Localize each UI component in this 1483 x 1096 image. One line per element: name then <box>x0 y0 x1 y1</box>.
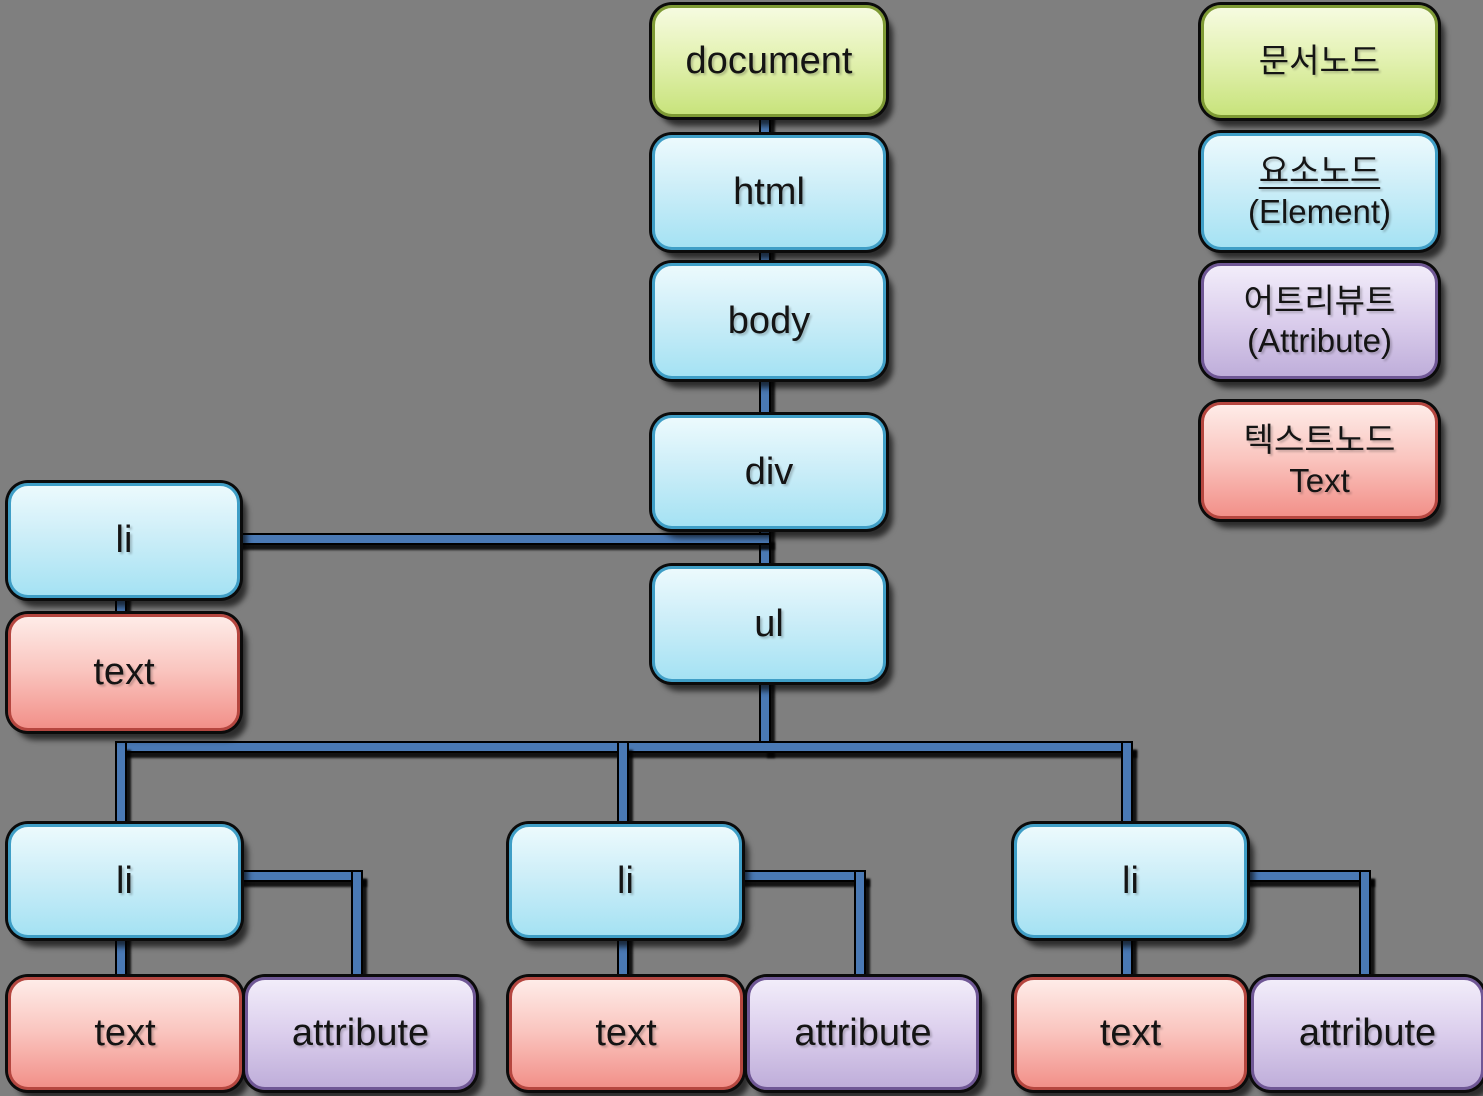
edge-li-1-attribute-1-drop <box>353 872 361 987</box>
node-text-2: text <box>509 977 743 1090</box>
node-body: body <box>652 263 886 379</box>
node-document: document <box>652 5 886 117</box>
edge-branch-li-3 <box>1123 743 1131 834</box>
edge-div-ul <box>761 513 769 576</box>
legend-item-attribute-node: 어트리뷰트 (Attribute) <box>1201 263 1438 379</box>
edge-html-body <box>761 235 769 275</box>
node-html: html <box>652 135 886 250</box>
node-div: div <box>652 415 886 529</box>
node-label: text <box>93 651 155 694</box>
node-label: body <box>727 299 811 342</box>
node-attribute-1: attribute <box>245 977 476 1090</box>
legend-sublabel: Text <box>1289 461 1350 499</box>
node-label: html <box>733 171 805 214</box>
node-label: attribute <box>1298 1012 1437 1055</box>
edge-li-left-text <box>117 583 125 624</box>
legend-item-document-node: 문서노드 <box>1201 5 1438 118</box>
edge-li-3-attribute-3-drop <box>1361 872 1369 987</box>
node-label: li <box>617 859 634 902</box>
edge-branch-li-1 <box>117 743 125 834</box>
node-label: text <box>1099 1012 1162 1055</box>
legend-label: 요소노드 <box>1258 152 1381 190</box>
edge-branch-li-2 <box>619 743 627 834</box>
node-label: li <box>115 519 133 562</box>
edge-li-2-attribute-2-drop <box>856 872 864 987</box>
node-ul: ul <box>652 566 886 682</box>
edge-li-1-text-1 <box>117 925 125 987</box>
edge-li-2-attribute-2 <box>729 872 864 880</box>
node-text-left: text <box>8 614 240 731</box>
edge-document-html <box>761 100 769 145</box>
edge-li-3-attribute-3 <box>1235 872 1369 880</box>
node-label: li <box>116 859 133 902</box>
node-label: attribute <box>794 1012 932 1055</box>
edge-body-div <box>761 363 769 425</box>
node-li-1: li <box>8 824 241 938</box>
node-label: li <box>1122 859 1139 902</box>
edge-ul-branch <box>761 668 769 751</box>
legend-sublabel: (Attribute) <box>1247 322 1392 359</box>
node-label: text <box>595 1012 657 1055</box>
node-attribute-3: attribute <box>1251 977 1483 1090</box>
node-label: div <box>744 450 794 493</box>
node-label: attribute <box>291 1012 430 1055</box>
legend-item-element-node: 요소노드 (Element) <box>1201 133 1438 250</box>
node-li-left: li <box>8 483 240 598</box>
edge-li-2-text-2 <box>619 925 627 987</box>
node-text-1: text <box>8 977 242 1090</box>
legend-label: 텍스트노드 <box>1243 421 1396 459</box>
node-text-3: text <box>1014 977 1247 1090</box>
legend-label: 문서노드 <box>1258 42 1381 80</box>
node-label: ul <box>754 602 784 645</box>
node-label: document <box>685 39 853 82</box>
edge-li-1-attribute-1 <box>228 872 361 880</box>
node-li-2: li <box>509 824 742 938</box>
legend-item-text-node: 텍스트노드 Text <box>1201 402 1438 519</box>
edge-li-3-text-3 <box>1123 925 1131 987</box>
legend-label: 어트리뷰트 <box>1243 281 1396 319</box>
legend-sublabel: (Element) <box>1247 192 1392 230</box>
node-li-3: li <box>1014 824 1247 938</box>
node-attribute-2: attribute <box>747 977 979 1090</box>
edge-div-li-left <box>228 535 769 543</box>
node-label: text <box>94 1012 156 1055</box>
